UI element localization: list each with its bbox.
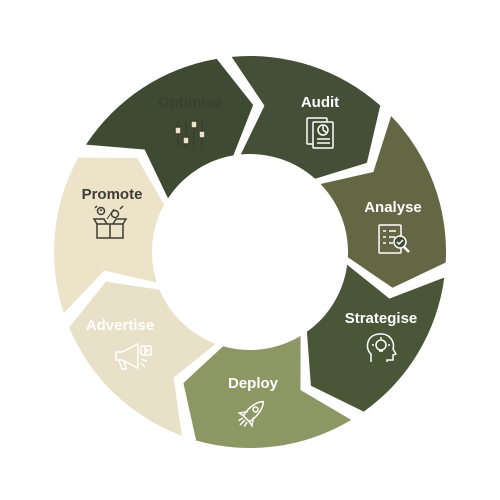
segment-promote: Promote [82,186,143,239]
segment-shape-deploy [306,264,445,412]
megaphone-icon [115,342,152,370]
segment-audit: Audit [301,94,339,149]
segment-label-audit: Audit [301,94,339,111]
segment-shape-promote [69,281,216,436]
segment-label-advertise: Advertise [86,317,154,334]
segment-label-deploy: Deploy [228,375,279,392]
sliders-icon [174,117,206,149]
segment-shape-optimise [54,157,165,314]
segment-deploy: Deploy [228,375,279,428]
segment-optimise: Optimise [158,94,222,149]
segment-advertise: Advertise [86,317,154,370]
segment-shape-audit [85,58,254,199]
segment-label-promote: Promote [82,186,143,203]
segment-shape-strategise [320,115,447,288]
segment-label-analyse: Analyse [364,199,422,216]
segment-shape-advertise [183,335,352,448]
segment-shape-analyse [231,55,381,179]
audit-report-icon [306,117,334,149]
segment-strategise: Strategise [345,310,418,362]
gift-box-icon [92,205,128,239]
cycle-segments [54,55,447,448]
segment-label-optimise: Optimise [158,94,222,111]
segment-label-strategise: Strategise [345,310,418,327]
checklist-magnifier-icon [378,224,410,254]
segment-analyse: Analyse [364,199,422,254]
rocket-icon [237,400,265,428]
head-lightbulb-icon [366,333,398,362]
